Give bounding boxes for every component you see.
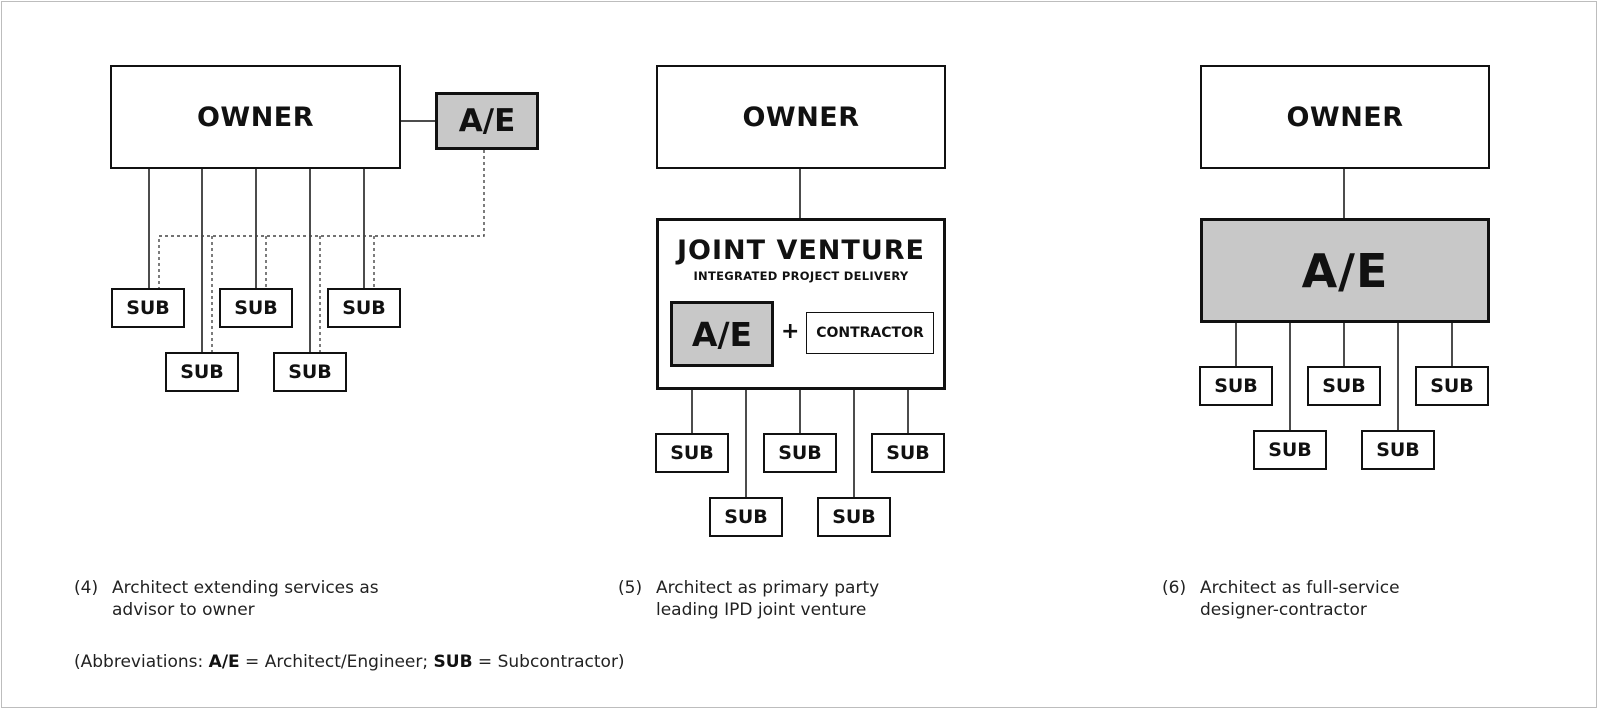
caption-line: Architect as primary party xyxy=(656,578,880,598)
sub-box: SUB xyxy=(1361,430,1435,470)
abbrev-ae-term: A/E xyxy=(208,652,240,672)
sub-box: SUB xyxy=(327,288,401,328)
sub-box: SUB xyxy=(1415,366,1489,406)
sub-box: SUB xyxy=(273,352,347,392)
owner-box: OWNER xyxy=(656,65,946,169)
contractor-box: CONTRACTOR xyxy=(806,312,934,354)
caption-line: designer-contractor xyxy=(1200,600,1367,620)
caption-line: advisor to owner xyxy=(112,600,255,620)
sub-box: SUB xyxy=(871,433,945,473)
caption-number: (5) xyxy=(618,578,643,598)
ae-box: A/E xyxy=(1200,218,1490,323)
sub-box: SUB xyxy=(655,433,729,473)
caption-5: (5) Architect as primary party leading I… xyxy=(618,577,1018,623)
sub-box: SUB xyxy=(165,352,239,392)
sub-box: SUB xyxy=(817,497,891,537)
sub-box: SUB xyxy=(111,288,185,328)
sub-box: SUB xyxy=(1199,366,1273,406)
caption-line: Architect as full-service xyxy=(1200,578,1400,598)
owner-box: OWNER xyxy=(110,65,401,169)
abbreviations-note: (Abbreviations: A/E = Architect/Engineer… xyxy=(74,652,625,672)
abbrev-sub-term: SUB xyxy=(433,652,473,672)
joint-venture-subtitle: INTEGRATED PROJECT DELIVERY xyxy=(693,269,909,283)
caption-line: Architect extending services as xyxy=(112,578,379,598)
joint-venture-title: JOINT VENTURE xyxy=(677,235,925,266)
sub-box: SUB xyxy=(219,288,293,328)
ae-advisory-dotted-line xyxy=(158,150,485,288)
ae-box: A/E xyxy=(670,301,774,367)
ae-box: A/E xyxy=(435,92,539,150)
sub-box: SUB xyxy=(1253,430,1327,470)
owner-box: OWNER xyxy=(1200,65,1490,169)
abbrev-ae-definition: = Architect/Engineer; xyxy=(239,652,434,672)
caption-6: (6) Architect as full-service designer-c… xyxy=(1162,577,1562,623)
sub-box: SUB xyxy=(763,433,837,473)
sub-box: SUB xyxy=(709,497,783,537)
abbrev-open: (Abbreviations: xyxy=(74,652,209,672)
sub-box: SUB xyxy=(1307,366,1381,406)
caption-4: (4) Architect extending services as advi… xyxy=(74,577,474,623)
abbrev-sub-definition: = Subcontractor) xyxy=(472,652,625,672)
caption-number: (4) xyxy=(74,578,99,598)
caption-number: (6) xyxy=(1162,578,1187,598)
plus-sign: + xyxy=(781,319,800,344)
caption-line: leading IPD joint venture xyxy=(656,600,867,620)
